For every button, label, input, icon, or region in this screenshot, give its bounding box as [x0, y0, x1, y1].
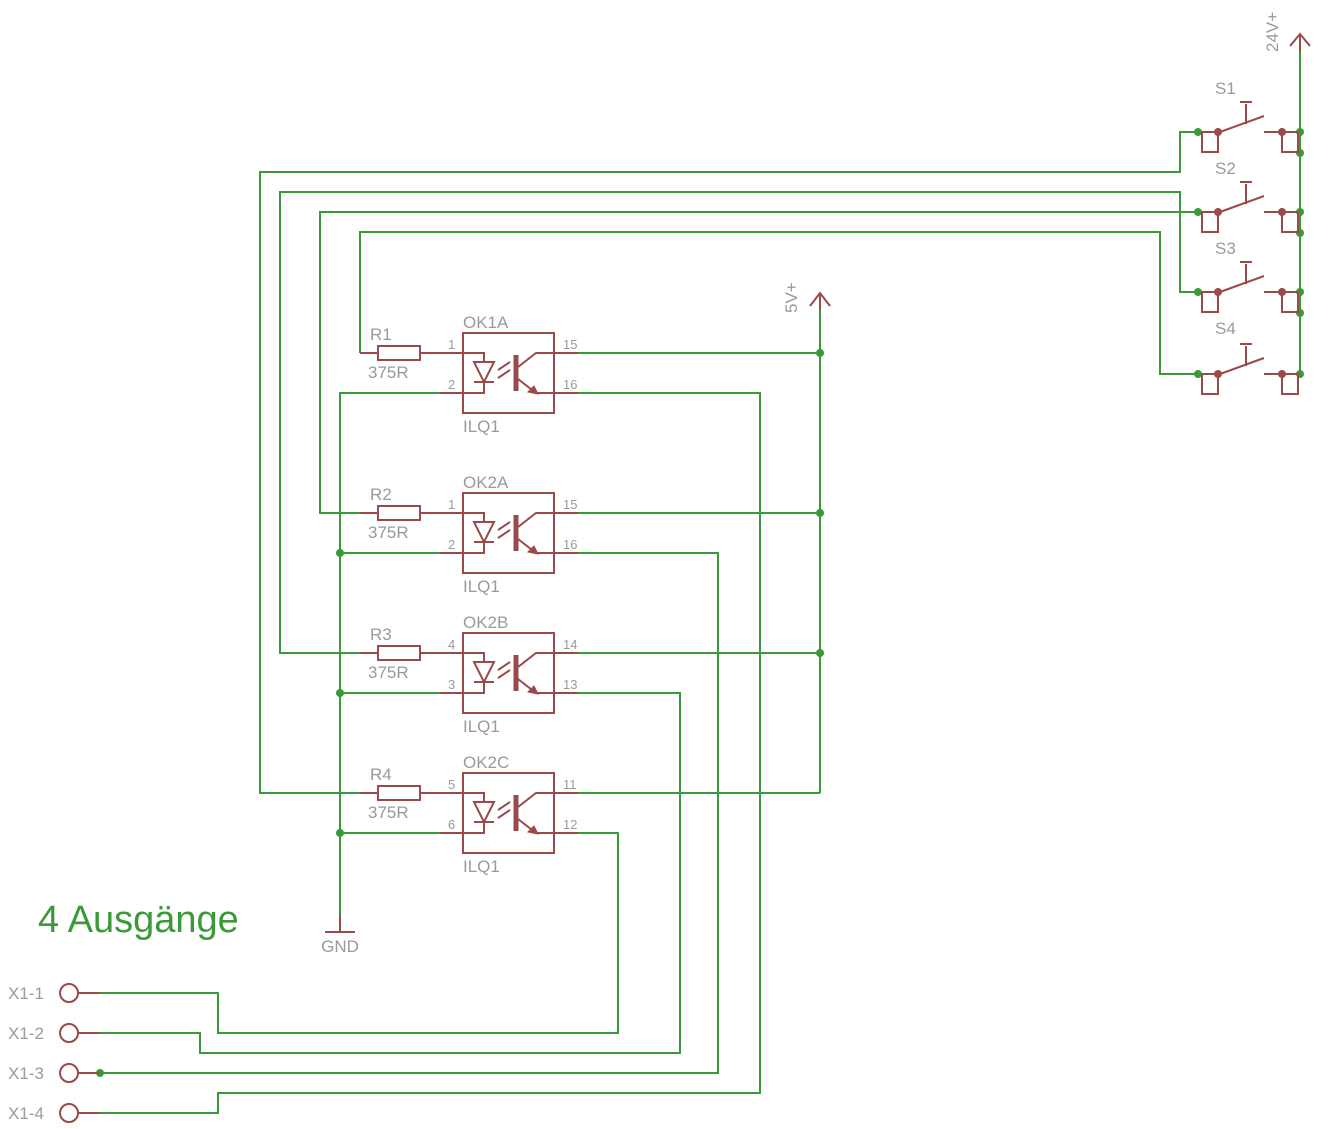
- resistor-r4: R4 375R: [360, 765, 440, 822]
- opto-ok2c: OK2C ILQ1 5 6 11 12: [440, 753, 578, 876]
- connector-x1-1: X1-1: [8, 983, 100, 1003]
- opto-ok2b-name: OK2B: [463, 613, 508, 632]
- wire-s1-r4: [259, 131, 1218, 794]
- supply-24v: 24V+: [1263, 12, 1311, 52]
- resistor-r1-value: 375R: [368, 363, 409, 382]
- resistor-r4-name: R4: [370, 765, 392, 784]
- opto-ok2a-pin-c: 15: [563, 497, 577, 512]
- opto-ok2c-pin-k: 6: [448, 817, 455, 832]
- opto-ok2a: OK2A ILQ1 1 2 15 16: [440, 473, 578, 596]
- opto-ok1a-pin-e: 16: [563, 377, 577, 392]
- connector-x1-3-label: X1-3: [8, 1064, 44, 1083]
- resistor-r2-name: R2: [370, 485, 392, 504]
- supply-5v: 5V+: [782, 282, 831, 313]
- wire-x1-2: [78, 692, 681, 1054]
- opto-ok1a-pin-c: 15: [563, 337, 577, 352]
- gnd-symbol: GND: [321, 915, 359, 956]
- switch-s1: S1: [1201, 79, 1299, 153]
- wire-s3-r3: [279, 191, 1218, 654]
- supply-5v-label: 5V+: [782, 282, 801, 313]
- switch-s2-label: S2: [1215, 159, 1236, 178]
- connector-x1-3: X1-3: [8, 1063, 100, 1083]
- connector-x1-4-label: X1-4: [8, 1104, 44, 1123]
- switch-s4: S4: [1201, 319, 1299, 395]
- switch-s4-label: S4: [1215, 319, 1236, 338]
- opto-ok2c-pin-a: 5: [448, 777, 455, 792]
- opto-ok2c-part: ILQ1: [463, 857, 500, 876]
- connector-x1-4: X1-4: [8, 1103, 100, 1123]
- opto-ok2b-pin-c: 14: [563, 637, 577, 652]
- connector-x1-1-label: X1-1: [8, 984, 44, 1003]
- resistor-r3-name: R3: [370, 625, 392, 644]
- switch-s3-label: S3: [1215, 239, 1236, 258]
- connector-x1-2-label: X1-2: [8, 1024, 44, 1043]
- wire-x1-1: [78, 832, 619, 1034]
- opto-ok2b-part: ILQ1: [463, 717, 500, 736]
- opto-ok2c-pin-c: 11: [563, 777, 577, 792]
- opto-ok2a-part: ILQ1: [463, 577, 500, 596]
- opto-ok2a-pin-a: 1: [448, 497, 455, 512]
- wire-s4-r1: [359, 231, 1218, 375]
- supply-24v-label: 24V+: [1263, 12, 1282, 52]
- resistor-r3-value: 375R: [368, 663, 409, 682]
- opto-ok2b-pin-a: 4: [448, 637, 455, 652]
- opto-ok2a-name: OK2A: [463, 473, 509, 492]
- opto-ok1a-pin-k: 2: [448, 377, 455, 392]
- opto-ok1a-name: OK1A: [463, 313, 509, 332]
- wire-s2-r2: [319, 211, 1218, 514]
- opto-ok2c-pin-e: 12: [563, 817, 577, 832]
- wire-x1-3: [78, 552, 719, 1074]
- page-title: 4 Ausgänge: [38, 899, 239, 941]
- switch-s1-label: S1: [1215, 79, 1236, 98]
- resistor-r2: R2 375R: [360, 485, 440, 542]
- wire-gnd-bus: [339, 392, 440, 925]
- resistor-r2-value: 375R: [368, 523, 409, 542]
- wire-x1-4: [78, 392, 761, 1114]
- switch-s3: S3: [1201, 239, 1299, 313]
- resistor-r3: R3 375R: [360, 625, 440, 682]
- resistor-r1: R1 375R: [360, 325, 440, 382]
- junctions: [96, 128, 1304, 1077]
- opto-ok1a: OK1A ILQ1 1 2 15 16: [440, 313, 578, 436]
- opto-ok1a-pin-a: 1: [448, 337, 455, 352]
- opto-ok2c-name: OK2C: [463, 753, 509, 772]
- opto-ok2a-pin-e: 16: [563, 537, 577, 552]
- wires: [78, 52, 1301, 1114]
- opto-ok2b-pin-e: 13: [563, 677, 577, 692]
- opto-ok2b: OK2B ILQ1 4 3 14 13: [440, 613, 578, 736]
- opto-ok2b-pin-k: 3: [448, 677, 455, 692]
- resistor-r4-value: 375R: [368, 803, 409, 822]
- gnd-label: GND: [321, 937, 359, 956]
- connector-x1-2: X1-2: [8, 1023, 100, 1043]
- connector-x1: X1-1 X1-2 X1-3 X1-4: [8, 983, 100, 1123]
- switch-s2: S2: [1201, 159, 1299, 233]
- resistor-r1-name: R1: [370, 325, 392, 344]
- opto-ok1a-part: ILQ1: [463, 417, 500, 436]
- opto-ok2a-pin-k: 2: [448, 537, 455, 552]
